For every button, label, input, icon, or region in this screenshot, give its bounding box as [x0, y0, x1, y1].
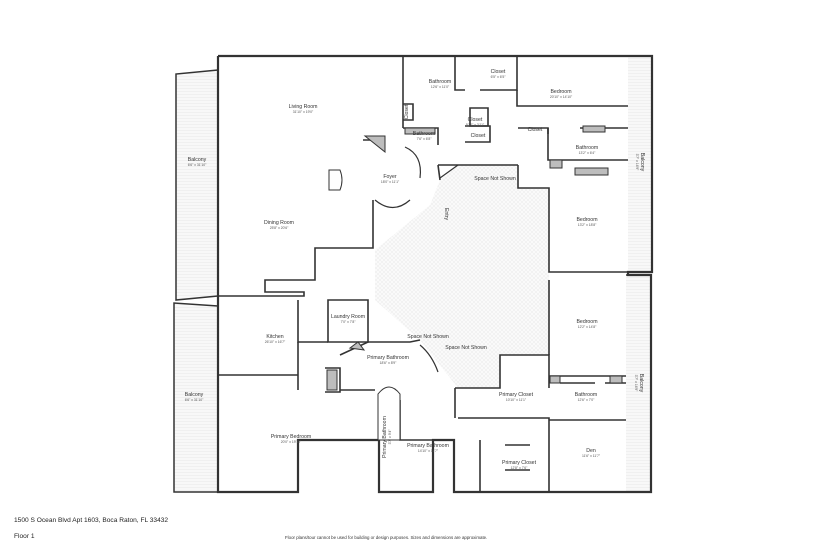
room-dims: 3'7" x 16'9" [633, 374, 638, 392]
room-name: Dining Room [264, 220, 294, 227]
room-name: Living Room [288, 104, 318, 111]
room-name: Primary Closet [498, 392, 534, 399]
room-name: Bathroom [412, 131, 436, 138]
room-closet-top: Closet 6'5" x 6'5" [490, 69, 506, 80]
room-bathroom-low: Bathroom 12'6" x 7'0" [574, 392, 598, 403]
room-dims: 3'7" x 9'4" [388, 429, 393, 445]
room-dims: 7'6" x 6'8" [416, 137, 432, 142]
room-dims: 12'2" x 14'8" [577, 325, 597, 330]
room-balcony-right-low: Balcony 3'7" x 16'9" [633, 374, 644, 392]
room-name: Primary Bathroom [407, 443, 449, 450]
room-dims: 25'8" x 20'6" [269, 226, 289, 231]
room-bedroom-top: Bedroom 20'10" x 14'10" [549, 89, 573, 100]
room-name: Den [586, 448, 596, 455]
room-entry: Entry [442, 207, 449, 221]
room-dims: 12'6" x 11'0" [430, 85, 450, 90]
room-dims: 3'7" x 16'9" [634, 153, 639, 171]
room-name: Entry [442, 207, 449, 221]
room-dims: 12'6" x 7'0" [577, 398, 595, 403]
room-primary-closet-1: Primary Closet 10'10" x 11'1" [498, 392, 534, 403]
room-name: Closet [470, 133, 486, 140]
room-primary-bathroom-1: Primary Bathroom 18'6" x 8'9" [367, 355, 409, 366]
room-name: Bathroom [428, 79, 452, 86]
room-name: Closet [527, 127, 543, 134]
room-dims: 7'0" x 7'8" [340, 320, 356, 325]
room-dims: 13'2" x 6'4" [578, 151, 596, 156]
room-name: Closet [467, 117, 483, 124]
room-dims: 6'6" x 31'10" [187, 163, 207, 168]
room-bathroom-right: Bathroom 13'2" x 6'4" [575, 145, 599, 156]
room-dims: 20'0" x 19'10" [280, 440, 302, 445]
room-primary-bedroom: Primary Bedroom 20'0" x 19'10" [270, 434, 312, 445]
room-closet-mid2: Closet [470, 133, 486, 140]
room-primary-closet-2: Primary Closet 12'8" x 7'6" [501, 460, 537, 471]
room-name: Bathroom [574, 392, 598, 399]
room-closet-small: Closet [404, 104, 411, 120]
room-dims: 5'10" x 3'11" [465, 123, 485, 128]
room-name: Foyer [383, 174, 397, 181]
balcony-left-low-area [173, 302, 219, 493]
room-name: Space Not Shown [445, 345, 487, 352]
room-balcony-left-low: Balcony 6'6" x 31'10" [184, 392, 204, 403]
floor-label: Floor 1 [14, 533, 35, 540]
room-dining-room: Dining Room 25'8" x 20'6" [264, 220, 294, 231]
room-dims: 6'5" x 6'5" [490, 75, 506, 80]
room-dims: 18'0" x 11'1" [380, 180, 400, 185]
room-laundry-room: Laundry Room 7'0" x 7'8" [330, 314, 366, 325]
room-balcony-left-top: Balcony 6'6" x 31'10" [187, 157, 207, 168]
room-foyer: Foyer 18'0" x 11'1" [380, 174, 400, 185]
room-dims: 11'6" x 11'7" [581, 454, 601, 459]
room-bedroom-mid: Bedroom 13'2" x 18'8" [576, 217, 598, 228]
room-name: Space Not Shown [407, 334, 449, 341]
room-dims: 14'10" x 11'7" [417, 449, 439, 454]
property-address: 1500 S Ocean Blvd Apt 1603, Boca Raton, … [14, 517, 169, 524]
room-dims: 31'10" x 19'0" [292, 110, 314, 115]
room-bathroom-mid: Bathroom 7'6" x 6'8" [412, 131, 436, 142]
room-closet-mid: Closet 5'10" x 3'11" [465, 117, 485, 128]
room-dims: 13'2" x 18'8" [577, 223, 597, 228]
room-name: Space Not Shown [474, 176, 516, 183]
room-kitchen: Kitchen 26'10" x 16'7" [264, 334, 286, 345]
room-den: Den 11'6" x 11'7" [581, 448, 601, 459]
room-name: Closet [404, 104, 411, 120]
room-name: Laundry Room [330, 314, 366, 321]
room-space-not-shown-1: Space Not Shown [474, 176, 516, 183]
balcony-left-top-area [175, 69, 219, 301]
room-balcony-right-top: Balcony 3'7" x 16'9" [634, 153, 645, 171]
room-name: Kitchen [266, 334, 284, 341]
room-closet-right: Closet [527, 127, 543, 134]
room-name: Primary Bathroom [367, 355, 409, 362]
room-name: Balcony [187, 157, 207, 164]
room-primary-bathroom-2: Primary Bathroom 14'10" x 11'7" [407, 443, 449, 454]
disclaimer-text: Floor plans/tour cannot be used for buil… [285, 535, 488, 540]
room-name: Primary Bedroom [270, 434, 312, 441]
room-dims: 18'6" x 8'9" [379, 361, 397, 366]
room-bedroom-low: Bedroom 12'2" x 14'8" [576, 319, 598, 330]
room-name: Bathroom [575, 145, 599, 152]
room-name: Primary Closet [501, 460, 537, 467]
room-name: Bedroom [550, 89, 572, 96]
room-dims: 20'10" x 14'10" [549, 95, 573, 100]
room-space-not-shown-2: Space Not Shown [407, 334, 449, 341]
room-bathroom-top: Bathroom 12'6" x 11'0" [428, 79, 452, 90]
room-living-room: Living Room 31'10" x 19'0" [288, 104, 318, 115]
room-dims: 10'10" x 11'1" [505, 398, 527, 403]
room-dims: 6'6" x 31'10" [184, 398, 204, 403]
room-name: Closet [490, 69, 506, 76]
room-dims: 26'10" x 16'7" [264, 340, 286, 345]
room-name: Balcony [184, 392, 204, 399]
central-tiled-area [375, 165, 549, 388]
room-space-not-shown-3: Space Not Shown [445, 345, 487, 352]
room-name: Bedroom [576, 217, 598, 224]
room-name: Bedroom [576, 319, 598, 326]
room-dims: 12'8" x 7'6" [510, 466, 528, 471]
room-primary-bathroom-v: Primary Bathroom 3'7" x 9'4" [382, 416, 393, 458]
